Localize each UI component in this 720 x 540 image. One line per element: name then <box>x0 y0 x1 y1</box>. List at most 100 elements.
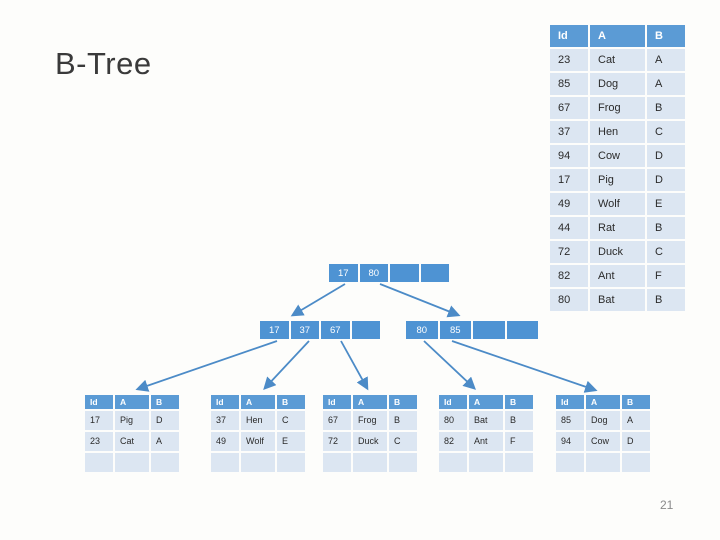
table-cell: E <box>277 432 305 451</box>
column-header: Id <box>439 395 467 409</box>
table-cell: Cow <box>590 145 645 167</box>
column-header: B <box>277 395 305 409</box>
node-key-cell <box>390 264 419 282</box>
table-cell: Pig <box>115 411 149 430</box>
table-cell <box>622 453 650 472</box>
table-cell: 49 <box>211 432 239 451</box>
table-cell: B <box>647 217 685 239</box>
table-cell: 94 <box>556 432 584 451</box>
node-key-cell: 17 <box>329 264 358 282</box>
table-cell: C <box>277 411 305 430</box>
arrow-67-to-leaf-3 <box>340 340 369 391</box>
table-cell: 94 <box>550 145 588 167</box>
table-cell: D <box>151 411 179 430</box>
table-cell: 80 <box>439 411 467 430</box>
node-key-cell: 67 <box>321 321 350 339</box>
table-cell <box>241 453 275 472</box>
table-cell <box>115 453 149 472</box>
table-cell: Ant <box>590 265 645 287</box>
column-header: A <box>241 395 275 409</box>
table-cell: 85 <box>556 411 584 430</box>
table-cell <box>439 453 467 472</box>
column-header: Id <box>85 395 113 409</box>
table-cell: Duck <box>590 241 645 263</box>
arrow-80-to-leaf-4 <box>423 340 476 390</box>
table-cell <box>505 453 533 472</box>
table-cell: 37 <box>550 121 588 143</box>
table-cell: Frog <box>590 97 645 119</box>
table-cell: B <box>647 97 685 119</box>
table-cell: Pig <box>590 169 645 191</box>
column-header: A <box>353 395 387 409</box>
table-cell: Wolf <box>590 193 645 215</box>
table-cell <box>556 453 584 472</box>
table-cell: F <box>505 432 533 451</box>
table-row <box>439 453 533 472</box>
table-row <box>85 453 179 472</box>
table-cell: Frog <box>353 411 387 430</box>
column-header: B <box>505 395 533 409</box>
table-cell: 82 <box>439 432 467 451</box>
table-cell: D <box>622 432 650 451</box>
column-header: A <box>115 395 149 409</box>
table-cell <box>151 453 179 472</box>
table-cell <box>389 453 417 472</box>
table-cell: E <box>647 193 685 215</box>
arrow-37-to-leaf-2 <box>263 340 310 390</box>
table-cell: Duck <box>353 432 387 451</box>
node-key-cell: 37 <box>290 321 319 339</box>
arrow-root-to-left-node <box>290 283 346 317</box>
table-cell: A <box>647 73 685 95</box>
table-cell: F <box>647 265 685 287</box>
table-cell: Cat <box>590 49 645 71</box>
table-cell <box>469 453 503 472</box>
table-cell: Ant <box>469 432 503 451</box>
table-cell: 37 <box>211 411 239 430</box>
table-cell: D <box>647 169 685 191</box>
table-cell <box>85 453 113 472</box>
arrow-root-to-right-node <box>379 283 461 318</box>
node-key-cell <box>506 321 538 339</box>
table-cell <box>323 453 351 472</box>
table-cell: Bat <box>469 411 503 430</box>
table-cell: 49 <box>550 193 588 215</box>
table-cell: Dog <box>590 73 645 95</box>
arrow-85-to-leaf-5 <box>451 340 598 393</box>
table-cell: 17 <box>85 411 113 430</box>
table-cell <box>211 453 239 472</box>
table-cell: Bat <box>590 289 645 311</box>
table-cell: D <box>647 145 685 167</box>
table-row <box>556 453 650 472</box>
table-row <box>323 453 417 472</box>
node-key-cell: 85 <box>439 321 471 339</box>
table-cell: 85 <box>550 73 588 95</box>
column-header: Id <box>556 395 584 409</box>
column-header: A <box>586 395 620 409</box>
